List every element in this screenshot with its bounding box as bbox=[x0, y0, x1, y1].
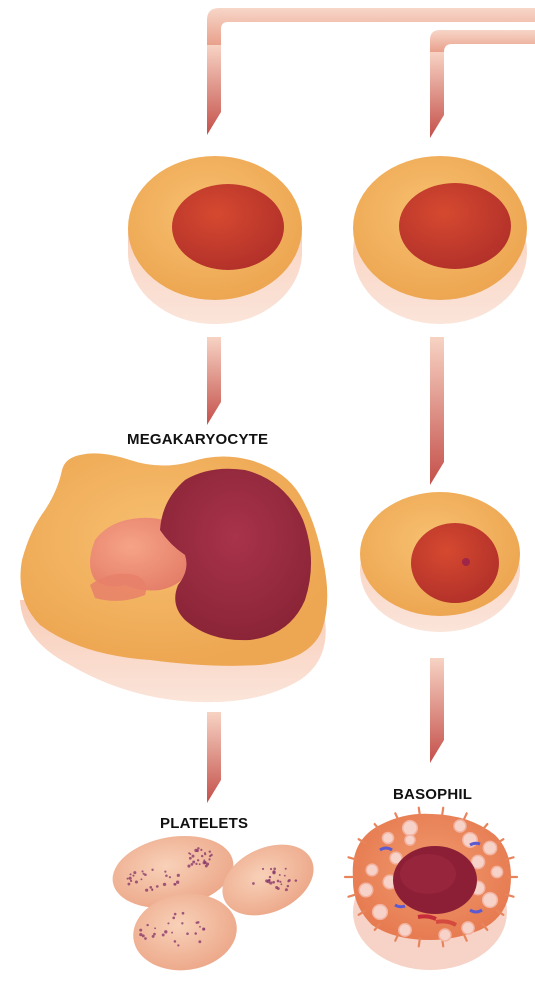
arrow-1-right bbox=[430, 52, 444, 138]
arrow-1-left bbox=[207, 45, 221, 135]
myelocyte-cell bbox=[360, 492, 520, 632]
label-platelets: PLATELETS bbox=[160, 815, 248, 832]
arrow-3-left bbox=[207, 712, 221, 803]
arrow-2-left bbox=[207, 337, 221, 425]
progenitor-cell-right bbox=[353, 156, 527, 324]
arrow-2-right bbox=[430, 337, 444, 485]
basophil-cell bbox=[345, 808, 517, 970]
arrow-3-right bbox=[430, 658, 444, 763]
label-basophil: BASOPHIL bbox=[393, 786, 472, 803]
lineage-pipe-inner bbox=[430, 30, 535, 52]
progenitor-cell-left bbox=[128, 156, 302, 324]
label-megakaryocyte: MEGAKARYOCYTE bbox=[127, 431, 268, 448]
megakaryocyte-cell bbox=[20, 453, 327, 702]
